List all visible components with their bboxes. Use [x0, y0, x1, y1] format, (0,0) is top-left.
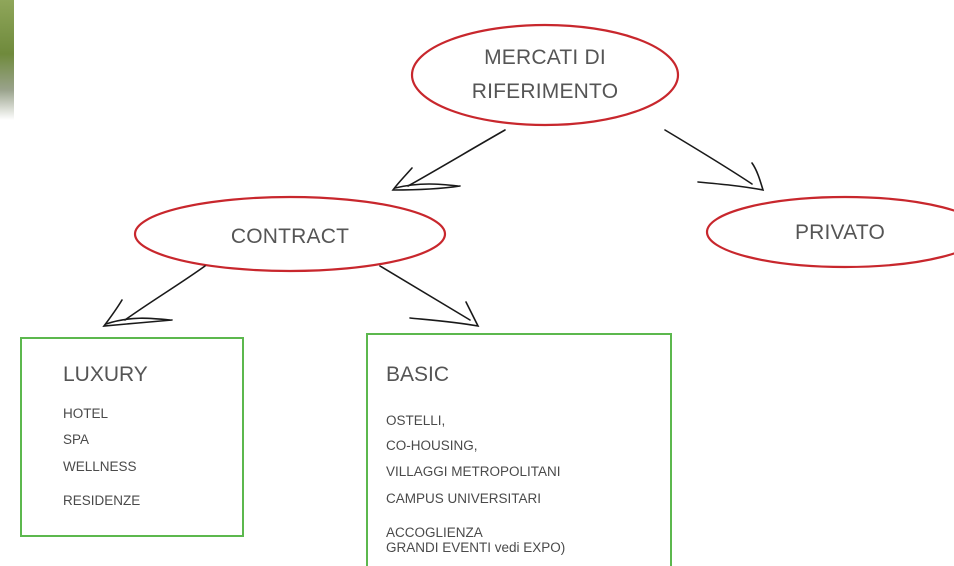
- luxury-box: [20, 337, 244, 537]
- arrow-contract-to-luxury: [102, 265, 206, 327]
- luxury-title: LUXURY: [63, 363, 148, 386]
- photo-edge-fragment: [0, 0, 14, 120]
- root-label-line2: RIFERIMENTO: [471, 80, 619, 103]
- root-node-label: MERCATI DI RIFERIMENTO: [445, 41, 645, 109]
- basic-item-grandi-eventi: GRANDI EVENTI vedi EXPO): [386, 540, 566, 555]
- ellipse-root: [410, 23, 680, 127]
- basic-item-co-housing: CO-HOUSING,: [386, 438, 478, 453]
- luxury-item-residenze: RESIDENZE: [63, 493, 141, 508]
- basic-item-accoglienza: ACCOGLIENZA: [386, 525, 483, 540]
- luxury-item-hotel: HOTEL: [63, 406, 109, 421]
- ellipse-contract: [133, 195, 447, 273]
- arrow-contract-to-basic: [379, 265, 480, 328]
- root-label-line1: MERCATI DI: [484, 46, 606, 69]
- arrow-root-to-contract: [391, 129, 506, 191]
- contract-node-label: CONTRACT: [230, 225, 350, 248]
- basic-box: [366, 333, 672, 566]
- privato-node-label: PRIVATO: [794, 221, 886, 244]
- arrow-root-to-privato: [664, 129, 765, 192]
- basic-title: BASIC: [386, 363, 450, 386]
- basic-item-ostelli: OSTELLI,: [386, 413, 446, 428]
- luxury-item-wellness: WELLNESS: [63, 459, 137, 474]
- ellipse-privato: [705, 195, 954, 269]
- luxury-item-spa: SPA: [63, 432, 90, 447]
- basic-item-villaggi: VILLAGGI METROPOLITANI: [386, 464, 561, 479]
- basic-item-campus: CAMPUS UNIVERSITARI: [386, 491, 542, 506]
